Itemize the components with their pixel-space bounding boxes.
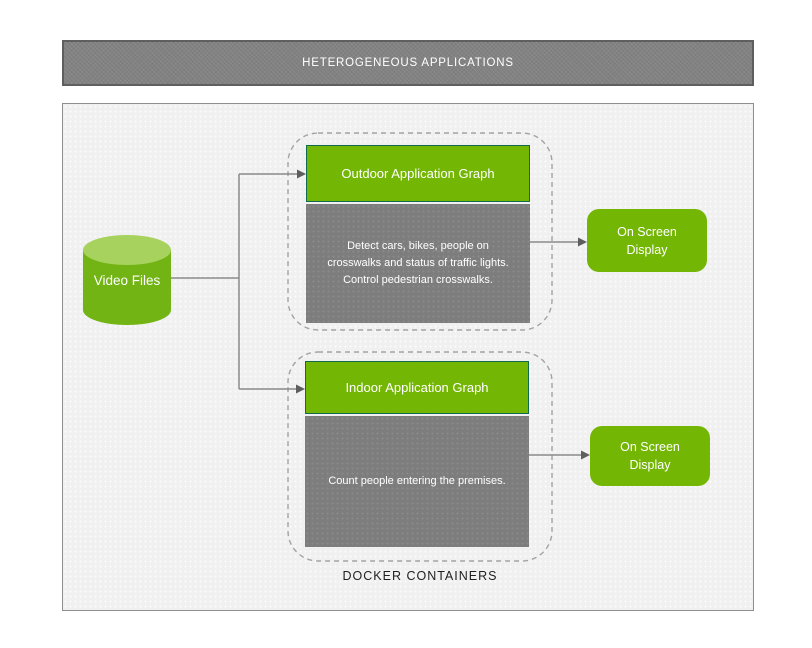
outdoor-application-graph-header: Outdoor Application Graph [306,145,530,202]
outdoor-graph-description-line: Control pedestrian crosswalks. [343,274,493,286]
outdoor-graph-description-line: crosswalks and status of traffic lights. [327,257,509,269]
on-screen-display-label: On Screen Display [620,440,680,472]
video-files-cylinder: Video Files [83,235,171,325]
on-screen-display-label: On Screen Display [617,224,677,257]
indoor-graph-description-line: Count people entering the premises. [328,475,506,487]
indoor-graph-title: Indoor Application Graph [345,380,489,395]
database-cylinder-icon [83,235,171,325]
on-screen-display-indoor: On Screen Display [590,426,710,486]
outdoor-graph-title: Outdoor Application Graph [341,166,495,181]
indoor-application-graph-body: Count people entering the premises. [305,416,529,547]
heterogeneous-applications-banner: HETEROGENEOUS APPLICATIONS [62,40,754,86]
banner-title: HETEROGENEOUS APPLICATIONS [302,57,514,69]
on-screen-display-outdoor: On Screen Display [587,209,707,272]
outdoor-graph-description-line: Detect cars, bikes, people on [347,240,489,252]
indoor-application-graph-header: Indoor Application Graph [305,361,529,414]
docker-containers-label: DOCKER CONTAINERS [342,569,498,583]
outdoor-application-graph-body: Detect cars, bikes, people on crosswalks… [306,204,530,323]
video-files-label: Video Files [93,273,161,288]
